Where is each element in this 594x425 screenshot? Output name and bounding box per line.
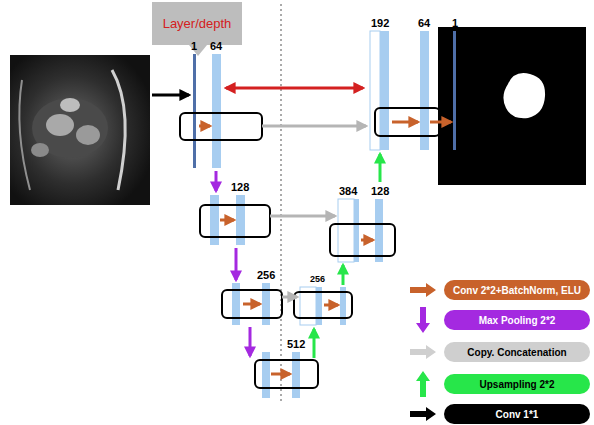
copy-arrow (262, 126, 366, 297)
legend-text: Max Pooling 2*2 (479, 315, 556, 326)
pooling-arrow (216, 171, 250, 356)
feature-bars (193, 31, 456, 398)
conv1x1-arrow (152, 94, 189, 97)
callout-text: Layer/depth (163, 16, 232, 32)
legend-pill: Conv 1*1 (444, 404, 590, 424)
legend-text: Conv 1*1 (496, 409, 539, 420)
conv-block-outline (180, 108, 440, 388)
legend-pill: Conv 2*2+BatchNorm, ELU (444, 280, 590, 300)
legend-arrow-swatch (410, 407, 436, 421)
upsampling-arrow (314, 154, 380, 358)
layer-depth-number: 128 (231, 181, 249, 193)
legend-text: Upsampling 2*2 (479, 379, 554, 390)
depth-arrow (226, 87, 363, 90)
legend-arrow (410, 407, 436, 421)
layer-depth-number: 64 (418, 17, 430, 29)
center-line (281, 4, 282, 402)
layer-depth-number: 64 (210, 40, 222, 52)
legend-arrow (410, 283, 436, 297)
legend-pill: Copy. Concatenation (444, 342, 590, 362)
layer-depth-number: 384 (339, 185, 357, 197)
legend-text: Copy. Concatenation (467, 347, 566, 358)
layer-depth-number: 512 (287, 338, 305, 350)
legend-pill: Upsampling 2*2 (444, 374, 590, 394)
layer-depth-number: 128 (371, 185, 389, 197)
layer-depth-number: 1 (191, 40, 197, 52)
layer-depth-number: 256 (310, 274, 325, 284)
legend-arrow (416, 371, 430, 397)
legend-arrow-swatch (410, 283, 436, 297)
mri-image (10, 55, 150, 205)
conv-arrow (199, 122, 451, 374)
legend-arrow-swatch (416, 307, 430, 333)
legend-arrow (410, 345, 436, 359)
segmentation-mask (438, 27, 586, 185)
callout-box: Layer/depth (152, 2, 242, 45)
layer-depth-number: 192 (371, 17, 389, 29)
legend-text: Conv 2*2+BatchNorm, ELU (453, 285, 581, 296)
legend-arrow-swatch (410, 345, 436, 359)
legend-arrow-swatch (416, 371, 430, 397)
legend-pill: Max Pooling 2*2 (444, 310, 590, 330)
legend-arrow (416, 307, 430, 333)
layer-depth-number: 256 (257, 269, 275, 281)
layer-depth-number: 1 (452, 17, 458, 29)
